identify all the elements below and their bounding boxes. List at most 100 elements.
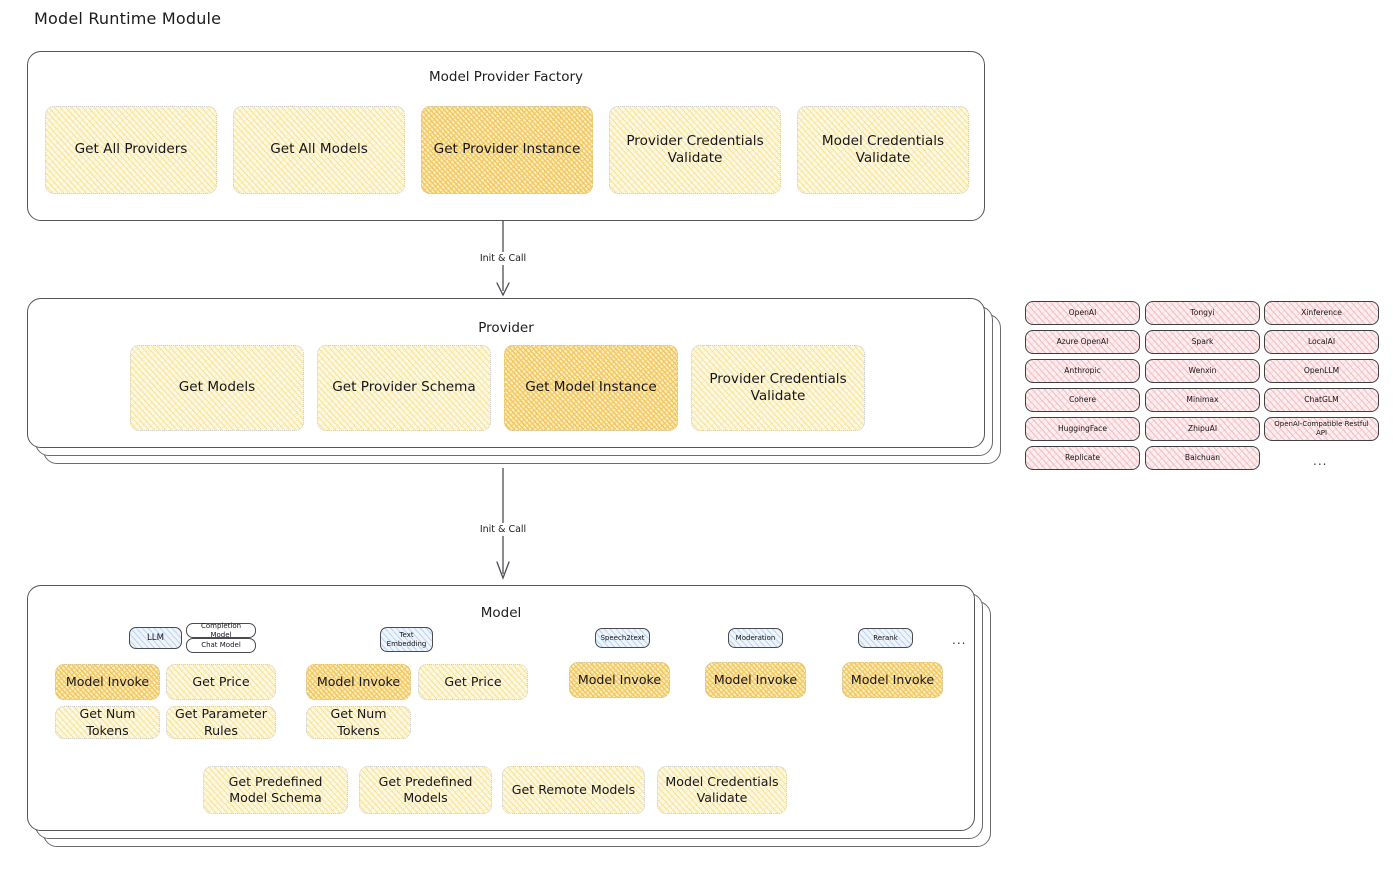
model-subtype-chat-model[interactable]: Chat Model <box>186 638 256 653</box>
model-method-text-embedding-get-num-tokens[interactable]: Get Num Tokens <box>306 706 411 739</box>
model-type-badge-moderation[interactable]: Moderation <box>728 628 783 648</box>
provider-list-label: Minimax <box>1186 395 1219 405</box>
provider-list-item-minimax[interactable]: Minimax <box>1145 388 1260 412</box>
model-types-ellipsis: ... <box>952 633 967 647</box>
connector-label-init-call-2: Init & Call <box>475 523 531 536</box>
provider-list-item-baichuan[interactable]: Baichuan <box>1145 446 1260 470</box>
model-shared-method-label: Get Remote Models <box>511 781 636 797</box>
model-method-label: Get Num Tokens <box>79 706 136 738</box>
provider-list-label: Wenxin <box>1188 366 1217 376</box>
model-method-label: Get Parameter Rules <box>175 706 267 738</box>
provider-list-item-cohere[interactable]: Cohere <box>1025 388 1140 412</box>
provider-list-item-huggingface[interactable]: HuggingFace <box>1025 417 1140 441</box>
page-title: Model Runtime Module <box>34 9 222 28</box>
provider-list-label: OpenAI <box>1068 308 1097 318</box>
provider-list-item-openai-compatible-restful-api[interactable]: OpenAI-Compatible Restful API <box>1264 417 1379 441</box>
model-type-badge-rerank[interactable]: Rerank <box>858 628 913 648</box>
provider-list-label: OpenAI-Compatible Restful API <box>1274 420 1369 437</box>
model-method-label: Model Invoke <box>316 673 401 689</box>
model-method-speech2text-model-invoke[interactable]: Model Invoke <box>569 662 670 698</box>
provider-list-label: Xinference <box>1301 308 1342 318</box>
factory-method-label: Get All Providers <box>74 141 188 158</box>
model-shared-method-label: Model Credentials Validate <box>665 773 779 805</box>
factory-method-label: Get Provider Instance <box>433 141 581 158</box>
provider-list-label: Cohere <box>1068 395 1097 405</box>
provider-list-item-xinference[interactable]: Xinference <box>1264 301 1379 325</box>
model-card: Model <box>27 585 975 831</box>
provider-list-item-openai[interactable]: OpenAI <box>1025 301 1140 325</box>
factory-method-label: Provider Credentials Validate <box>626 132 764 166</box>
model-method-label: Model Invoke <box>850 671 935 687</box>
model-method-label: Get Num Tokens <box>330 706 387 738</box>
factory-method-get-all-models[interactable]: Get All Models <box>233 106 405 194</box>
connector-label-init-call-1: Init & Call <box>475 252 531 265</box>
provider-list-label: Azure OpenAI <box>1056 337 1109 347</box>
model-method-label: Get Price <box>444 673 502 689</box>
factory-method-get-provider-instance[interactable]: Get Provider Instance <box>421 106 593 194</box>
model-subtype-label: Chat Model <box>201 641 241 650</box>
model-method-label: Get Price <box>192 673 250 689</box>
provider-list-label: Spark <box>1191 337 1214 347</box>
model-method-label: Model Invoke <box>65 673 150 689</box>
model-type-label: Moderation <box>735 633 776 642</box>
model-shared-method-label: Get Predefined Model Schema <box>228 773 323 805</box>
factory-method-label: Get All Models <box>270 141 368 158</box>
model-method-text-embedding-model-invoke[interactable]: Model Invoke <box>306 664 411 700</box>
model-method-llm-get-parameter-rules[interactable]: Get Parameter Rules <box>166 706 276 739</box>
model-subtype-completion-model[interactable]: Completion Model <box>186 621 256 639</box>
model-shared-method-label: Get Predefined Models <box>378 773 473 805</box>
model-title: Model <box>480 605 522 621</box>
provider-list-item-replicate[interactable]: Replicate <box>1025 446 1140 470</box>
provider-list-item-localai[interactable]: LocalAI <box>1264 330 1379 354</box>
provider-list-item-openllm[interactable]: OpenLLM <box>1264 359 1379 383</box>
provider-method-label: Provider Credentials Validate <box>709 370 847 404</box>
model-type-badge-text-embedding[interactable]: Text Embedding <box>380 627 433 652</box>
provider-list-label: Baichuan <box>1184 453 1221 463</box>
factory-method-model-credentials-validate[interactable]: Model Credentials Validate <box>797 106 969 194</box>
provider-method-provider-credentials-validate[interactable]: Provider Credentials Validate <box>691 345 865 431</box>
provider-method-label: Get Models <box>178 379 256 396</box>
model-type-label: Speech2text <box>600 633 645 642</box>
model-type-label: Text Embedding <box>386 630 427 648</box>
model-method-llm-model-invoke[interactable]: Model Invoke <box>55 664 160 700</box>
provider-list-label: LocalAI <box>1307 337 1336 347</box>
model-subtype-label: Completion Model <box>200 621 242 639</box>
model-method-llm-get-price[interactable]: Get Price <box>166 664 276 700</box>
model-shared-method-model-credentials-validate[interactable]: Model Credentials Validate <box>657 766 787 814</box>
provider-list-label: Replicate <box>1064 453 1101 463</box>
provider-list-item-zhipuai[interactable]: ZhipuAI <box>1145 417 1260 441</box>
provider-list-item-azure-openai[interactable]: Azure OpenAI <box>1025 330 1140 354</box>
provider-list-item-chatglm[interactable]: ChatGLM <box>1264 388 1379 412</box>
provider-list-item-wenxin[interactable]: Wenxin <box>1145 359 1260 383</box>
model-type-badge-speech2text[interactable]: Speech2text <box>595 628 650 648</box>
provider-method-label: Get Provider Schema <box>332 379 476 396</box>
provider-method-get-model-instance[interactable]: Get Model Instance <box>504 345 678 431</box>
provider-list-label: Anthropic <box>1064 366 1101 376</box>
provider-list-label: HuggingFace <box>1057 424 1108 434</box>
factory-method-provider-credentials-validate[interactable]: Provider Credentials Validate <box>609 106 781 194</box>
model-provider-factory-title: Model Provider Factory <box>428 69 583 85</box>
provider-list-label: ZhipuAI <box>1187 424 1218 434</box>
connector-provider-to-model <box>496 468 510 580</box>
provider-list-item-anthropic[interactable]: Anthropic <box>1025 359 1140 383</box>
provider-list-ellipsis: ... <box>1313 454 1328 468</box>
model-type-label: LLM <box>147 632 164 643</box>
provider-method-get-models[interactable]: Get Models <box>130 345 304 431</box>
model-method-rerank-model-invoke[interactable]: Model Invoke <box>842 662 943 698</box>
provider-list-label: Tongyi <box>1190 308 1215 318</box>
model-shared-method-get-predefined-model-schema[interactable]: Get Predefined Model Schema <box>203 766 348 814</box>
model-method-moderation-model-invoke[interactable]: Model Invoke <box>705 662 806 698</box>
model-method-llm-get-num-tokens[interactable]: Get Num Tokens <box>55 706 160 739</box>
factory-method-get-all-providers[interactable]: Get All Providers <box>45 106 217 194</box>
provider-list-item-spark[interactable]: Spark <box>1145 330 1260 354</box>
provider-list-item-tongyi[interactable]: Tongyi <box>1145 301 1260 325</box>
model-type-label: Rerank <box>873 633 898 642</box>
model-method-label: Model Invoke <box>713 671 798 687</box>
provider-list-label: ChatGLM <box>1304 395 1339 405</box>
model-shared-method-get-remote-models[interactable]: Get Remote Models <box>502 766 645 814</box>
provider-method-get-provider-schema[interactable]: Get Provider Schema <box>317 345 491 431</box>
model-type-badge-llm[interactable]: LLM <box>129 627 182 649</box>
model-shared-method-get-predefined-models[interactable]: Get Predefined Models <box>359 766 492 814</box>
model-method-text-embedding-get-price[interactable]: Get Price <box>418 664 528 700</box>
